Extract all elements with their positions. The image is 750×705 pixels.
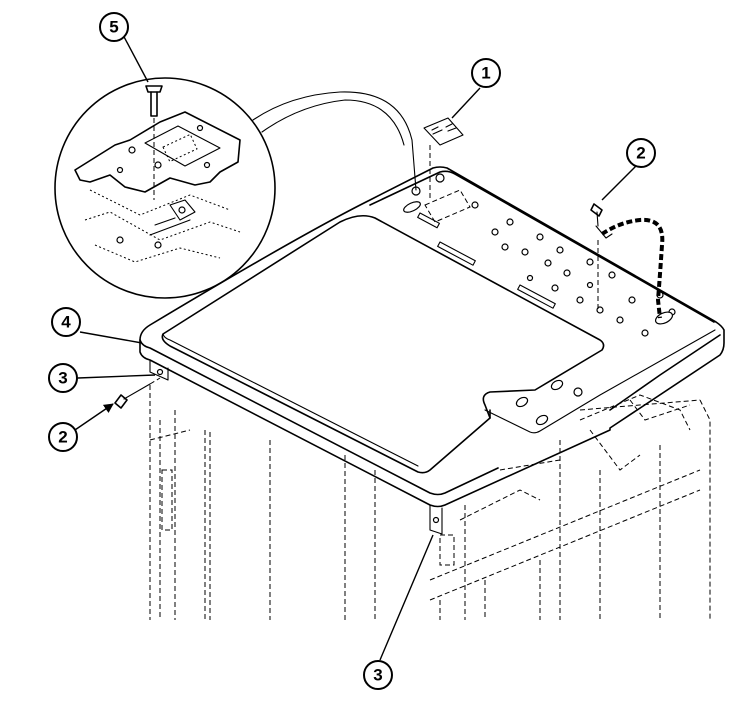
callout-3-left: 3 (48, 363, 78, 393)
callout-1: 1 (471, 58, 501, 88)
label-decal (423, 117, 471, 223)
callout-1-label: 1 (481, 64, 490, 83)
ground-wire (600, 217, 665, 319)
callout-leaders (71, 32, 637, 661)
cabinet-body (149, 385, 711, 620)
screw-left (114, 377, 161, 409)
callout-2-left-label: 2 (58, 428, 67, 447)
screw-top (590, 203, 613, 310)
callout-2-left: 2 (48, 422, 78, 452)
callout-4: 4 (51, 307, 81, 337)
callout-4-label: 4 (61, 313, 71, 332)
callout-2-top: 2 (626, 138, 656, 168)
top-panel (139, 166, 725, 535)
callout-5: 5 (99, 12, 129, 42)
callout-3-left-label: 3 (58, 369, 67, 388)
callout-3-bottom-label: 3 (373, 666, 382, 685)
panel-holes (411, 173, 676, 337)
callout-5-label: 5 (109, 18, 118, 37)
detail-inset (54, 77, 417, 299)
callout-2-top-label: 2 (636, 144, 645, 163)
callout-3-bottom: 3 (363, 660, 393, 690)
